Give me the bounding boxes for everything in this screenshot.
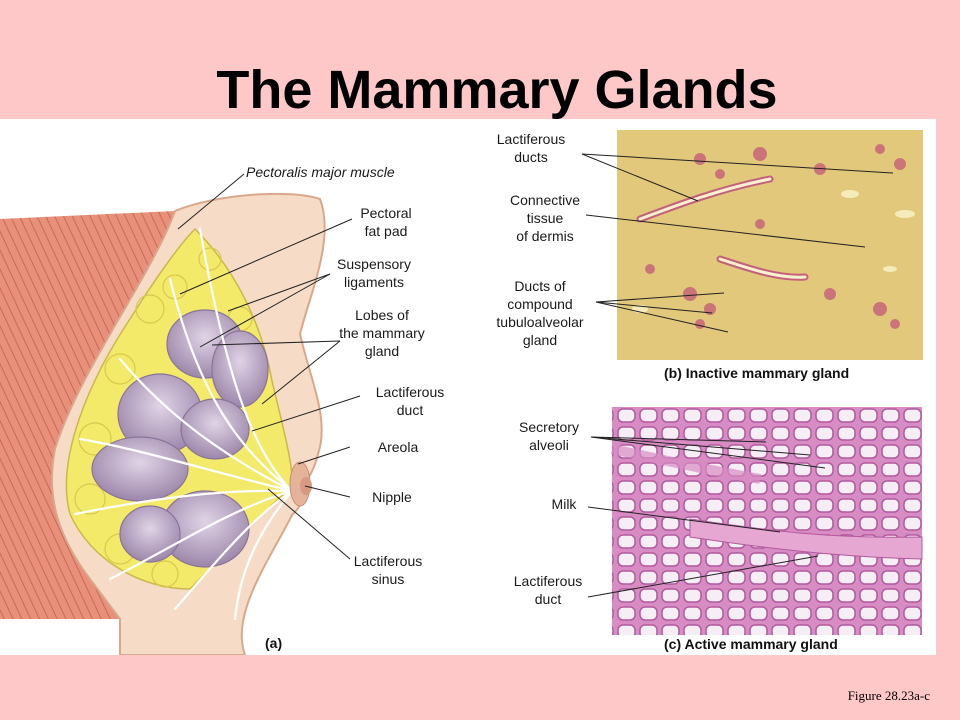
label-lobes-line2: the mammary bbox=[339, 325, 425, 341]
panel-a-leader-lines bbox=[177, 173, 361, 560]
label-connective-tissue-line1: Connective bbox=[510, 192, 580, 208]
label-lactiferous-sinus-line1: Lactiferous bbox=[354, 553, 422, 569]
label-lactiferous-duct-c-line2: duct bbox=[535, 591, 562, 607]
label-pectoral-fat-pad-line2: fat pad bbox=[365, 223, 408, 239]
label-compound-ducts-line1: Ducts of bbox=[514, 278, 565, 294]
label-pectoral-fat-pad-line1: Pectoral bbox=[360, 205, 411, 221]
label-lactiferous-duct-line1: Lactiferous bbox=[376, 384, 444, 400]
breast-cross-section-illustration bbox=[0, 192, 326, 656]
label-compound-ducts-line3: tubuloalveolar bbox=[496, 314, 584, 330]
pectoralis-muscle-area bbox=[0, 211, 175, 619]
inactive-gland-micrograph bbox=[617, 130, 923, 360]
label-connective-tissue-line3: of dermis bbox=[516, 228, 574, 244]
panel-c-caption: (c) Active mammary gland bbox=[664, 636, 838, 652]
label-compound-ducts-line2: compound bbox=[507, 296, 572, 312]
label-lactiferous-sinus-line2: sinus bbox=[372, 571, 405, 587]
suspensory-ligaments-and-ducts bbox=[73, 227, 294, 621]
panel-a-letter: (a) bbox=[265, 635, 282, 651]
mammary-gland-figure: Pectoralis major muscle Pectoral fat pad… bbox=[0, 130, 923, 656]
panel-b-leader-lines bbox=[581, 153, 894, 333]
figure-panel: Pectoralis major muscle Pectoral fat pad… bbox=[0, 119, 936, 656]
label-areola: Areola bbox=[378, 439, 419, 455]
label-compound-ducts-line4: gland bbox=[523, 332, 557, 348]
slide-title: The Mammary Glands bbox=[216, 60, 778, 120]
label-lactiferous-ducts-line2: ducts bbox=[514, 149, 547, 165]
label-lobes-line1: Lobes of bbox=[355, 307, 409, 323]
label-lactiferous-ducts-line1: Lactiferous bbox=[497, 131, 565, 147]
label-nipple: Nipple bbox=[372, 489, 412, 505]
label-lobes-line3: gland bbox=[365, 343, 399, 359]
panel-c-leader-lines bbox=[587, 436, 826, 598]
panel-b-caption: (b) Inactive mammary gland bbox=[664, 365, 849, 381]
label-suspensory-ligaments-line2: ligaments bbox=[344, 274, 404, 290]
label-pectoralis-major-muscle: Pectoralis major muscle bbox=[246, 164, 395, 180]
label-secretory-alveoli-line1: Secretory bbox=[519, 419, 579, 435]
figure-credit: Figure 28.23a-c bbox=[847, 688, 930, 703]
label-secretory-alveoli-line2: alveoli bbox=[529, 437, 569, 453]
label-suspensory-ligaments-line1: Suspensory bbox=[337, 256, 411, 272]
active-gland-micrograph bbox=[610, 407, 923, 635]
label-connective-tissue-line2: tissue bbox=[527, 210, 564, 226]
label-milk: Milk bbox=[552, 496, 578, 512]
label-lactiferous-duct-line2: duct bbox=[397, 402, 424, 418]
label-lactiferous-duct-c-line1: Lactiferous bbox=[514, 573, 582, 589]
